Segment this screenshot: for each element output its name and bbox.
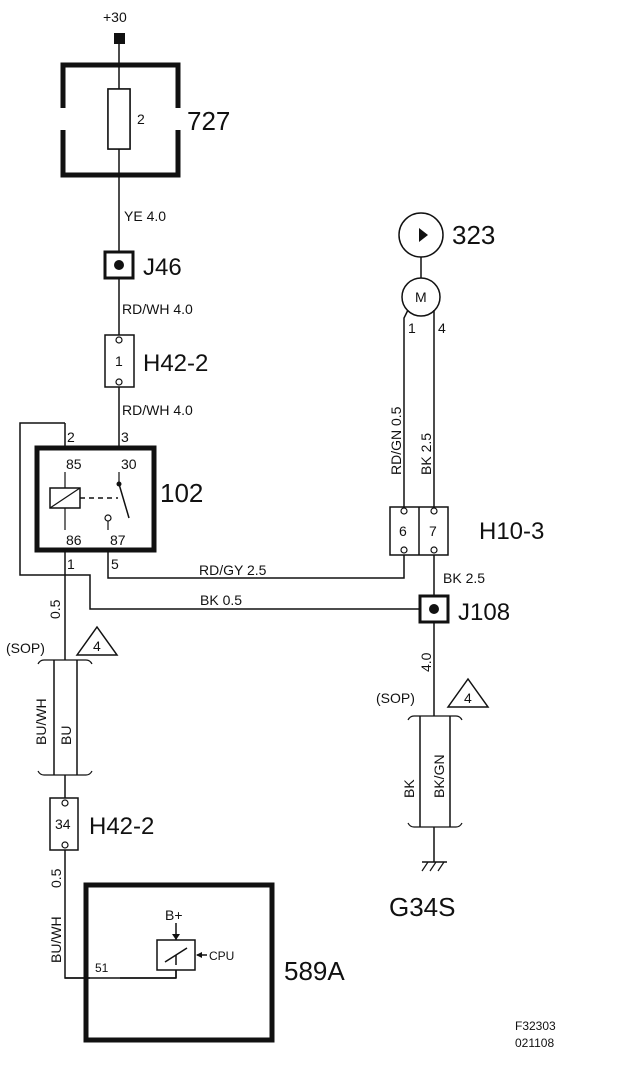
wire-label-bk-25-h: BK 2.5 <box>443 570 485 586</box>
relay-pin-85: 85 <box>66 456 82 472</box>
relay-pin-2: 2 <box>67 429 75 445</box>
warning-triangle-right <box>446 677 490 708</box>
connector-h42-2-top: 1 H42-2 <box>104 334 208 388</box>
relay-102: 2 3 85 30 86 87 102 <box>34 423 203 553</box>
relay-pin-30: 30 <box>121 456 137 472</box>
connector-h10-3: 6 7 H10-3 <box>389 506 544 556</box>
wire-label-rdgn: RD/GN 0.5 <box>388 406 404 475</box>
h10-3-pin-6: 6 <box>399 523 407 539</box>
h10-3-pin-7: 7 <box>429 523 437 539</box>
h42-2-bottom-label: H42-2 <box>89 813 154 840</box>
footer-code: F32303 <box>515 1019 556 1033</box>
connector-j108: J108 <box>418 594 510 626</box>
pump-id: 323 <box>452 220 495 250</box>
relay-pin-5: 5 <box>111 556 119 572</box>
motor-label: M <box>415 289 427 305</box>
wire-label-rdgy: RD/GY 2.5 <box>199 562 267 578</box>
wire-label-rdwh-b: RD/WH 4.0 <box>122 402 193 418</box>
wire-label-bk-40: 4.0 <box>418 652 434 672</box>
sop-left: (SOP) 4 BU/WH BU <box>6 625 119 776</box>
relay-pin-87: 87 <box>110 532 126 548</box>
warning-triangle-left <box>75 625 119 656</box>
h42-2-top-pin: 1 <box>115 353 123 369</box>
footer-date: 021108 <box>515 1036 554 1050</box>
wire-label-05-left: 0.5 <box>47 599 63 619</box>
wire-bk-05 <box>19 422 420 610</box>
sop-left-wire-b: BU <box>58 726 74 745</box>
sop-right-label: (SOP) <box>376 690 415 706</box>
ground-symbol: G34S <box>389 861 456 922</box>
ecu-589a: 51 B+ CPU 589A <box>65 882 345 1043</box>
pump-pin-1: 1 <box>408 320 416 336</box>
pump-323: 323 M 1 4 <box>398 212 495 336</box>
relay-switch <box>118 483 130 519</box>
pump-pin-4: 4 <box>438 320 446 336</box>
wire-label-bk-25-v: BK 2.5 <box>418 433 434 475</box>
supply-terminal <box>114 33 125 44</box>
fuse-box: 2 727 <box>60 62 230 178</box>
motor-symbol <box>401 277 441 317</box>
sop-left-note: 4 <box>93 638 101 654</box>
ecu-id: 589A <box>284 956 345 986</box>
wire-label-05-bottom: 0.5 <box>48 868 64 888</box>
supply-label: +30 <box>103 9 127 25</box>
wire-rdgy <box>107 548 405 579</box>
h42-2-top-label: H42-2 <box>143 350 208 377</box>
wire-label-bk-05: BK 0.5 <box>200 592 242 608</box>
h10-3-label: H10-3 <box>479 518 544 545</box>
sop-right: (SOP) 4 BK BK/GN <box>376 677 490 828</box>
fuse-number: 2 <box>137 111 145 127</box>
connector-j46: J46 <box>103 250 182 281</box>
wire-label-ye: YE 4.0 <box>124 208 166 224</box>
ecu-pin-51: 51 <box>95 961 109 975</box>
sop-right-note: 4 <box>464 690 472 706</box>
ground-id: G34S <box>389 892 456 922</box>
wire-rdgn <box>403 309 409 508</box>
j46-label: J46 <box>143 254 182 281</box>
ecu-cpu-label: CPU <box>209 949 234 963</box>
sop-left-wire-a: BU/WH <box>33 698 49 745</box>
j108-label: J108 <box>458 599 510 626</box>
fuse-box-id: 727 <box>187 106 230 136</box>
relay-pin-3: 3 <box>121 429 129 445</box>
sop-left-label: (SOP) <box>6 640 45 656</box>
h42-2-bottom-pin: 34 <box>55 816 71 832</box>
relay-pin-86: 86 <box>66 532 82 548</box>
relay-id: 102 <box>160 478 203 508</box>
wire-label-rdwh-a: RD/WH 4.0 <box>122 301 193 317</box>
relay-pin-1: 1 <box>67 556 75 572</box>
ecu-supply: B+ <box>165 907 183 923</box>
pump-arrow-icon <box>419 228 428 242</box>
connector-h42-2-bottom: 34 H42-2 <box>49 797 154 851</box>
wire-label-buwh-bottom: BU/WH <box>48 916 64 963</box>
sop-right-wire-b: BK/GN <box>431 754 447 798</box>
sop-right-wire-a: BK <box>401 779 417 798</box>
